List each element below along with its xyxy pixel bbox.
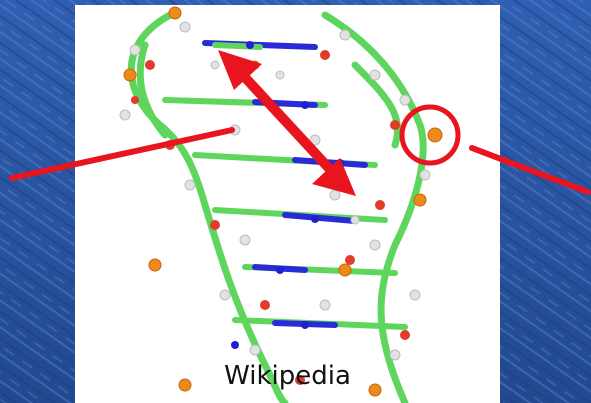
dna-model-image: Wikipedia [75,5,500,403]
image-caption: Wikipedia [224,361,351,391]
dna-helix-drawing [119,6,443,403]
